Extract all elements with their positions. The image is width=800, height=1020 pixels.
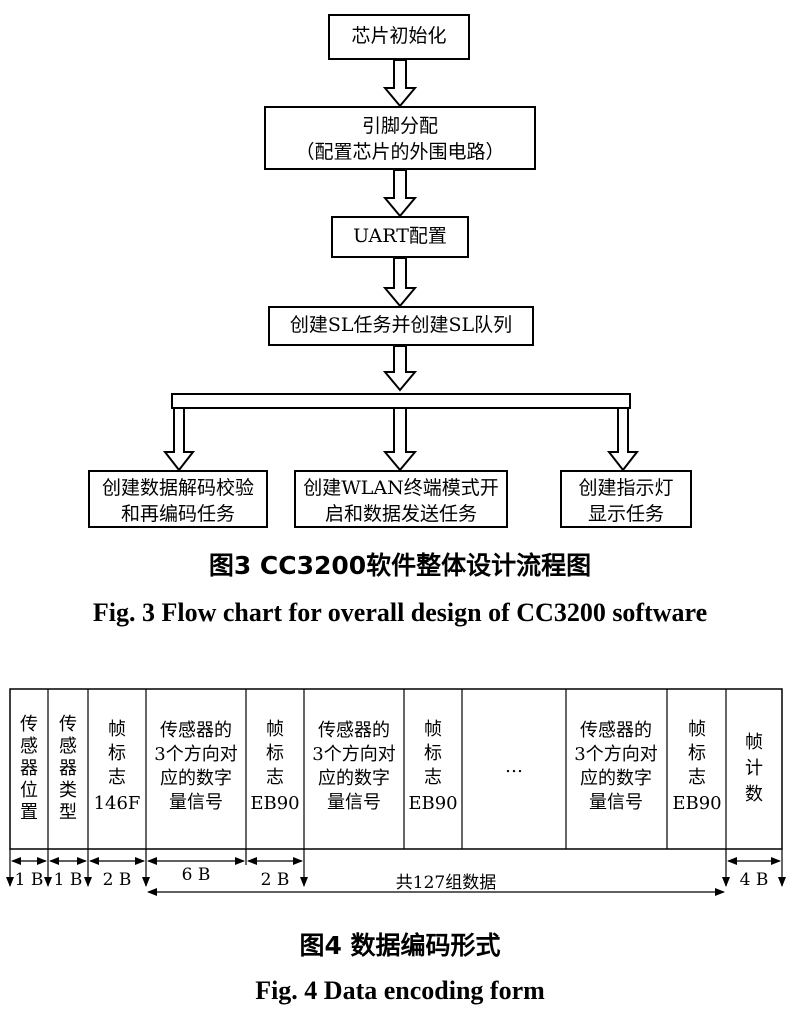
svg-text:应的数字: 应的数字 — [318, 768, 390, 789]
svg-text:计: 计 — [745, 758, 763, 779]
svg-text:类: 类 — [59, 780, 77, 801]
size-label-data: 6 B — [182, 865, 211, 885]
svg-text:量信号: 量信号 — [327, 792, 381, 813]
svg-text:EB90: EB90 — [672, 793, 721, 814]
step-create-sl: 创建SL任务并创建SL队列 — [268, 306, 534, 346]
field-sensor-data: 传感器的 3个方向对 应的数字 量信号 — [312, 720, 395, 813]
svg-text:帧: 帧 — [108, 719, 126, 740]
svg-text:置: 置 — [20, 802, 38, 823]
svg-text:应的数字: 应的数字 — [580, 768, 652, 789]
svg-text:传: 传 — [20, 714, 38, 735]
step-pin-assign-line1: 引脚分配 — [361, 115, 438, 137]
svg-text:3个方向对: 3个方向对 — [312, 744, 395, 765]
task-decode-line1: 创建数据解码校验 — [101, 477, 254, 499]
svg-text:标: 标 — [108, 743, 126, 764]
fig4-caption-en: Fig. 4 Data encoding form — [255, 976, 545, 1005]
arrow-pin-to-uart — [382, 169, 418, 218]
frame-outline — [9, 688, 783, 850]
size-label-flag: 2 B — [261, 870, 290, 890]
svg-text:传感器的: 传感器的 — [318, 720, 390, 741]
task-decode: 创建数据解码校验 和再编码任务 — [88, 470, 268, 528]
svg-text:传感器的: 传感器的 — [580, 720, 652, 741]
arrow-branch-to-led — [606, 407, 640, 472]
step-pin-assign: 引脚分配 （配置芯片的外围电路） — [264, 106, 536, 170]
flowchart-arrows — [162, 59, 640, 472]
size-label-groups: 共127组数据 — [396, 873, 496, 893]
size-label-pos: 1 B — [15, 870, 44, 890]
step-chip-init-label: 芯片初始化 — [351, 25, 447, 48]
svg-text:传: 传 — [59, 714, 77, 735]
svg-text:帧: 帧 — [688, 719, 706, 740]
svg-text:标: 标 — [688, 743, 706, 764]
field-frame-flag-eb90: 帧 标 志 EB90 — [672, 719, 721, 814]
arrow-sl-to-branch — [382, 345, 418, 392]
size-label-count: 4 B — [740, 870, 769, 890]
svg-text:器: 器 — [20, 758, 38, 779]
size-label-head: 2 B — [103, 870, 132, 890]
task-wlan-line1: 创建WLAN终端模式开 — [303, 477, 499, 499]
svg-text:EB90: EB90 — [250, 793, 299, 814]
task-wlan: 创建WLAN终端模式开 启和数据发送任务 — [294, 470, 508, 528]
encoding-diagram: 传 感 器 位 置 传 感 器 类 型 帧 标 志 146F 传感器的 3个方向… — [6, 688, 786, 896]
arrow-branch-to-decode — [162, 407, 196, 472]
svg-text:146F: 146F — [94, 793, 141, 814]
field-sensor-type: 传 感 器 类 型 — [59, 714, 77, 823]
svg-text:位: 位 — [20, 780, 38, 801]
svg-text:量信号: 量信号 — [589, 792, 643, 813]
step-chip-init: 芯片初始化 — [328, 14, 470, 60]
step-pin-assign-line2: （配置芯片的外围电路） — [295, 140, 505, 163]
arrow-init-to-pin — [382, 59, 418, 108]
svg-text:感: 感 — [59, 736, 77, 757]
svg-text:志: 志 — [266, 767, 284, 788]
field-frame-head-146f: 帧 标 志 146F — [94, 719, 141, 814]
task-wlan-line2: 启和数据发送任务 — [324, 502, 477, 525]
svg-text:标: 标 — [266, 743, 284, 764]
svg-text:3个方向对: 3个方向对 — [574, 744, 657, 765]
svg-text:志: 志 — [688, 767, 706, 788]
task-led-line1: 创建指示灯 — [578, 477, 674, 499]
arrow-branch-to-wlan — [382, 407, 418, 472]
svg-text:EB90: EB90 — [408, 793, 457, 814]
svg-text:3个方向对: 3个方向对 — [154, 744, 237, 765]
field-frame-flag-eb90: 帧 标 志 EB90 — [250, 719, 299, 814]
field-ellipsis: … — [505, 756, 523, 777]
field-sensor-data: 传感器的 3个方向对 应的数字 量信号 — [574, 720, 657, 813]
size-label-type: 1 B — [54, 870, 83, 890]
task-led: 创建指示灯 显示任务 — [560, 470, 692, 528]
fig3-caption-cn: 图3 CC3200软件整体设计流程图 — [208, 551, 592, 580]
step-uart-config-label: UART配置 — [353, 225, 447, 248]
svg-text:标: 标 — [424, 743, 442, 764]
branch-bar — [171, 393, 631, 409]
field-frame-flag-eb90: 帧 标 志 EB90 — [408, 719, 457, 814]
svg-text:志: 志 — [424, 767, 442, 788]
svg-text:志: 志 — [108, 767, 126, 788]
field-frame-count: 帧 计 数 — [745, 732, 763, 805]
svg-text:感: 感 — [20, 736, 38, 757]
svg-text:量信号: 量信号 — [169, 792, 223, 813]
field-sensor-position: 传 感 器 位 置 — [20, 714, 38, 823]
field-sensor-data: 传感器的 3个方向对 应的数字 量信号 — [154, 720, 237, 813]
svg-text:数: 数 — [745, 784, 763, 805]
task-decode-line2: 和再编码任务 — [120, 502, 235, 525]
svg-text:器: 器 — [59, 758, 77, 779]
step-uart-config: UART配置 — [331, 216, 469, 258]
fig4-caption-cn: 图4 数据编码形式 — [299, 931, 501, 960]
svg-text:应的数字: 应的数字 — [160, 768, 232, 789]
task-led-line2: 显示任务 — [587, 502, 664, 525]
step-create-sl-label: 创建SL任务并创建SL队列 — [289, 314, 513, 337]
svg-text:帧: 帧 — [745, 732, 763, 753]
arrow-uart-to-sl — [382, 257, 418, 308]
svg-text:传感器的: 传感器的 — [160, 720, 232, 741]
fig3-caption-en: Fig. 3 Flow chart for overall design of … — [92, 598, 708, 627]
svg-text:帧: 帧 — [424, 719, 442, 740]
svg-text:型: 型 — [59, 802, 77, 823]
svg-text:帧: 帧 — [266, 719, 284, 740]
